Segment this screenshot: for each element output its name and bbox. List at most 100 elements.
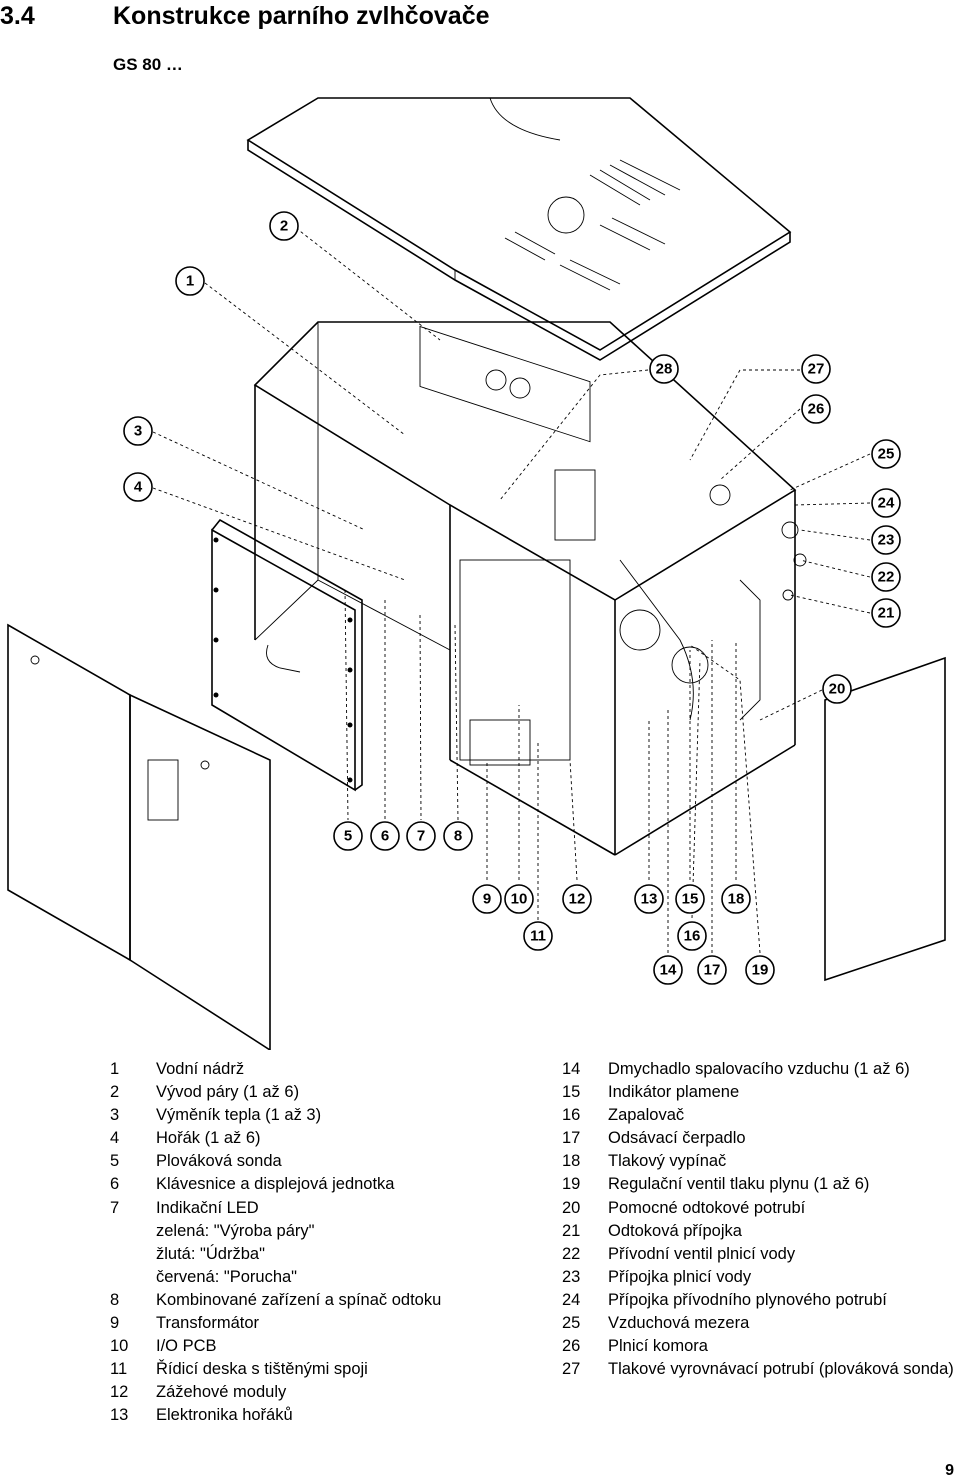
- callout-4: 4: [123, 472, 153, 502]
- callout-7: 7: [406, 821, 436, 851]
- svg-text:6: 6: [381, 828, 389, 845]
- svg-text:5: 5: [344, 828, 352, 845]
- callout-3: 3: [123, 416, 153, 446]
- page-number: 9: [945, 1462, 954, 1479]
- svg-text:13: 13: [641, 891, 658, 908]
- svg-text:8: 8: [454, 828, 462, 845]
- svg-text:24: 24: [878, 495, 895, 512]
- callout-24: 24: [871, 488, 901, 518]
- side-access-panel: [211, 518, 363, 792]
- legend-item-7-green: zelená: "Výroba páry": [156, 1221, 315, 1240]
- callout-22: 22: [871, 562, 901, 592]
- callout-20: 20: [822, 674, 852, 704]
- callout-5: 5: [333, 821, 363, 851]
- svg-text:21: 21: [878, 605, 895, 622]
- callout-12: 12: [562, 884, 592, 914]
- svg-text:26: 26: [808, 401, 825, 418]
- svg-text:11: 11: [530, 928, 546, 945]
- legend-item-7-red: červená: "Porucha": [156, 1267, 298, 1286]
- front-door-panels: [7, 623, 271, 1050]
- callout-25: 25: [871, 439, 901, 469]
- callout-17: 17: [697, 955, 727, 985]
- svg-text:19: 19: [752, 962, 769, 979]
- svg-text:2: 2: [280, 218, 288, 235]
- callout-markers: 2 1 3 4 5 6 7 8 9 10 11 12 13 14 15 16 1…: [123, 211, 901, 985]
- svg-text:28: 28: [656, 361, 673, 378]
- svg-text:1: 1: [186, 273, 194, 290]
- callout-1: 1: [175, 266, 205, 296]
- callout-21: 21: [871, 598, 901, 628]
- model-subtitle: GS 80 …: [113, 55, 183, 74]
- svg-text:7: 7: [417, 828, 425, 845]
- exploded-view-drawing: 2 1 3 4 5 6 7 8 9 10 11 12 13 14 15 16 1…: [7, 97, 946, 1050]
- svg-text:17: 17: [704, 962, 721, 979]
- legend-item-7-yellow: žlutá: "Údržba": [156, 1244, 265, 1263]
- svg-text:23: 23: [878, 532, 895, 549]
- svg-text:15: 15: [682, 891, 699, 908]
- callout-15: 15: [675, 884, 705, 914]
- svg-text:16: 16: [684, 928, 701, 945]
- right-side-panel: [824, 656, 946, 982]
- ventilation-slots: [504, 159, 681, 291]
- leader-lines: [152, 227, 871, 954]
- callout-6: 6: [370, 821, 400, 851]
- callout-16: 16: [677, 921, 707, 951]
- callout-19: 19: [745, 955, 775, 985]
- callout-10: 10: [504, 884, 534, 914]
- svg-text:18: 18: [728, 891, 745, 908]
- svg-text:12: 12: [569, 891, 586, 908]
- section-number: 3.4: [0, 2, 35, 30]
- svg-text:22: 22: [878, 569, 895, 586]
- svg-text:27: 27: [808, 361, 825, 378]
- callout-27: 27: [801, 354, 831, 384]
- callout-23: 23: [871, 525, 901, 555]
- machine-frame: [253, 321, 807, 856]
- svg-text:20: 20: [829, 681, 846, 698]
- svg-text:3: 3: [134, 423, 142, 440]
- callout-18: 18: [721, 884, 751, 914]
- callout-11: 11: [523, 921, 553, 951]
- callout-26: 26: [801, 394, 831, 424]
- svg-text:4: 4: [134, 479, 143, 496]
- callout-9: 9: [472, 884, 502, 914]
- section-title: Konstrukce parního zvlhčovače: [113, 2, 490, 30]
- callout-13: 13: [634, 884, 664, 914]
- svg-text:25: 25: [878, 446, 895, 463]
- top-cover-panel: [246, 97, 792, 361]
- callout-8: 8: [443, 821, 473, 851]
- svg-text:10: 10: [511, 891, 528, 908]
- svg-text:14: 14: [660, 962, 677, 979]
- callout-14: 14: [653, 955, 683, 985]
- callout-2: 2: [269, 211, 299, 241]
- callout-28: 28: [649, 354, 679, 384]
